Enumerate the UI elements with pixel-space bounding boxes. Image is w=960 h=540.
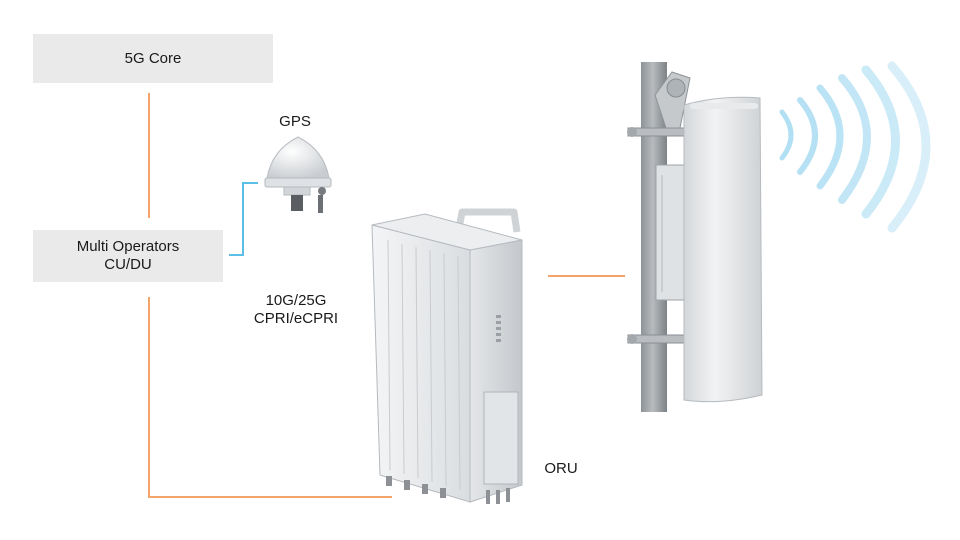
gps-to-cudu-line	[229, 182, 258, 256]
link-speed-label: 10G/25G CPRI/eCPRI	[236, 292, 356, 328]
cudu-box: Multi Operators CU/DU	[33, 230, 223, 282]
core-box: 5G Core	[33, 34, 273, 83]
cudu-label-line2: CU/DU	[104, 256, 152, 273]
link-speed-line1: 10G/25G	[265, 292, 327, 309]
cudu-label-line1: Multi Operators	[76, 238, 180, 255]
link-speed-line2: CPRI/eCPRI	[253, 310, 339, 327]
gps-label: GPS	[279, 113, 311, 130]
oru-label: ORU	[544, 460, 578, 477]
cudu-to-oru-line	[148, 297, 392, 498]
core-label: 5G Core	[124, 49, 182, 67]
